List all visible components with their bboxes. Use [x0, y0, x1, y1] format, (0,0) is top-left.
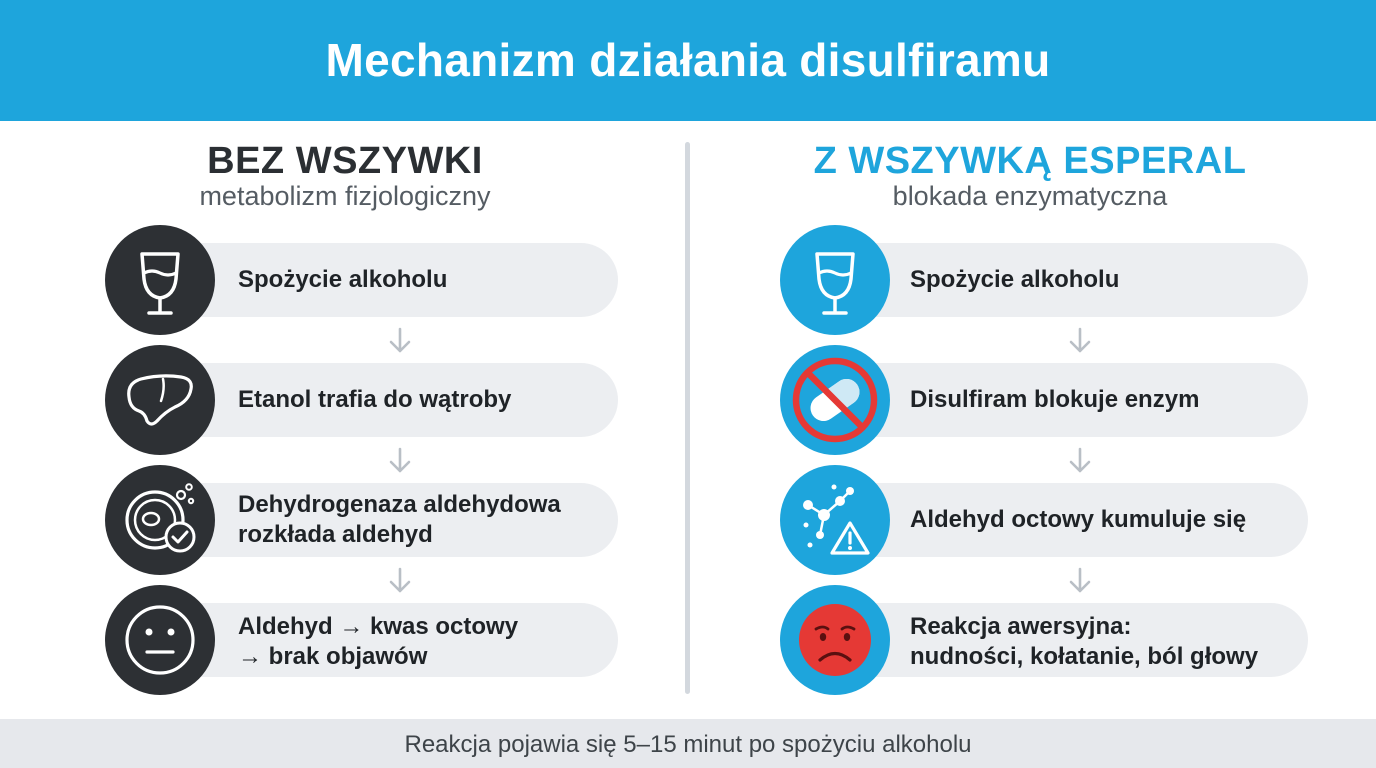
liver-icon	[105, 345, 215, 455]
left-column-title: BEZ WSZYWKI	[207, 140, 483, 182]
right-step-4	[825, 603, 1308, 677]
left-step-1-label: Spożycie alkoholu	[238, 266, 448, 293]
arrow-down-icon	[389, 327, 411, 353]
arrow-down-icon	[389, 447, 411, 473]
header-banner: Mechanizm działania disulfiramu	[0, 0, 1376, 121]
left-step-4-label: Aldehyd → kwas octowy → brak objawów	[238, 613, 519, 670]
right-step-2	[825, 363, 1308, 437]
footer-note: Reakcja pojawia się 5–15 minut po spożyc…	[404, 731, 972, 758]
left-step-3-label: Dehydrogenaza aldehydowa rozkłada aldehy…	[238, 491, 561, 548]
left-step-2-label: Etanol trafia do wątroby	[238, 386, 512, 413]
right-column-title: Z WSZYWKĄ ESPERAL	[813, 140, 1247, 182]
page-title: Mechanizm działania disulfiramu	[325, 34, 1051, 86]
right-step-1-label: Spożycie alkoholu	[910, 266, 1120, 293]
footer-note-bar: Reakcja pojawia się 5–15 minut po spożyc…	[0, 719, 1376, 768]
sick-face-icon	[780, 585, 890, 695]
enzyme-check-icon	[105, 465, 215, 575]
right-column-subtitle: blokada enzymatyczna	[892, 181, 1168, 211]
right-step-4-label: Reakcja awersyjna: nudności, kołatanie, …	[910, 613, 1259, 670]
arrow-down-icon	[389, 567, 411, 593]
left-step-4	[150, 603, 618, 677]
column-divider	[685, 142, 690, 694]
blocked-pill-icon	[780, 345, 890, 455]
left-step-3	[150, 483, 618, 557]
right-step-3	[825, 483, 1308, 557]
right-step-3-label: Aldehyd octowy kumuluje się	[910, 506, 1247, 533]
left-step-2	[150, 363, 618, 437]
wine-glass-icon	[105, 225, 215, 335]
right-step-2-label: Disulfiram blokuje enzym	[910, 386, 1200, 413]
neutral-face-icon	[105, 585, 215, 695]
right-step-1	[825, 243, 1308, 317]
arrow-down-icon	[1069, 567, 1091, 593]
wine-glass-icon	[780, 225, 890, 335]
left-column-subtitle: metabolizm fizjologiczny	[199, 181, 491, 211]
left-step-1	[150, 243, 618, 317]
molecule-warning-icon	[780, 465, 890, 575]
arrow-down-icon	[1069, 447, 1091, 473]
arrow-down-icon	[1069, 327, 1091, 353]
